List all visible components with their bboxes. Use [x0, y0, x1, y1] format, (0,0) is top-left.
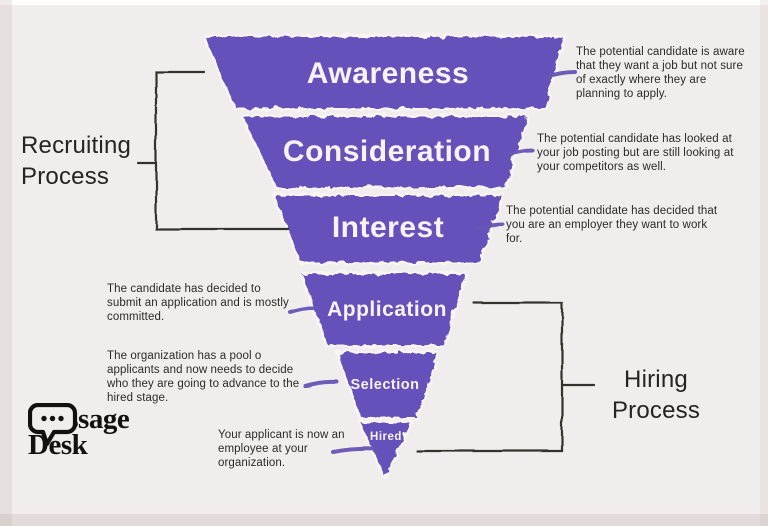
funnel-stage-selection-shape [335, 350, 440, 420]
logo: Message Desk [28, 403, 130, 460]
funnel-stage-consideration-shape [240, 114, 530, 190]
funnel-label-interest: Interest [331, 211, 445, 244]
connector-dash-interest [476, 223, 505, 231]
recruiting-process-label: Recruiting Process [21, 132, 132, 190]
funnel-label-consideration: Consideration [282, 135, 492, 168]
note-awareness: The potential candidate is aware that th… [576, 46, 745, 100]
hiring-bracket-line [415, 301, 564, 453]
funnel-label-selection: Selection [350, 377, 420, 393]
speech-bubble-icon [28, 403, 78, 447]
recruiting-bracket-line [154, 70, 290, 231]
funnel-stage-interest-shape [272, 193, 506, 265]
connector-dash-hired [331, 446, 378, 454]
hiring-process-label: Hiring Process [611, 366, 701, 424]
funnel-stage-awareness-shape [202, 34, 566, 111]
connector-dash-awareness [543, 69, 576, 78]
note-application: The candidate has decided to submit an a… [107, 283, 289, 323]
connector-dash-application [288, 305, 320, 314]
connector-dash-consideration [504, 148, 534, 157]
note-interest: The potential candidate has decided that… [506, 205, 718, 245]
note-hired: Your applicant is now an employee at you… [218, 429, 345, 469]
note-consideration: The potential candidate has looked at yo… [537, 133, 734, 173]
note-selection: The organization has a pool o applicants… [107, 350, 300, 404]
funnel-label-hired: Hired [370, 431, 402, 443]
funnel-label-application: Application [327, 298, 447, 321]
funnel-label-awareness: Awareness [306, 57, 470, 90]
connector-dash-selection [303, 379, 339, 388]
funnel-stage-application-shape [299, 271, 468, 348]
